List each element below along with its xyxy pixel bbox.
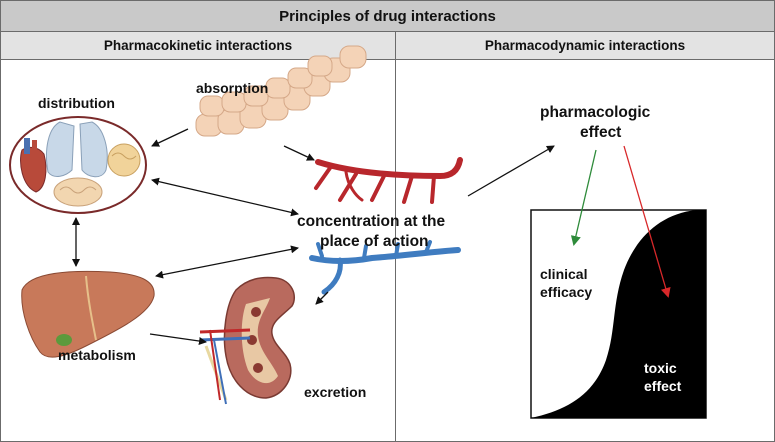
clinical-efficacy-label-line1: clinical: [540, 266, 588, 282]
pharmacodynamic-header: Pharmacodynamic interactions: [396, 32, 774, 60]
toxic-effect-label-line2: effect: [644, 378, 682, 394]
distribution-label: distribution: [38, 95, 115, 111]
pharmacologic-effect-label-line2: effect: [580, 124, 622, 141]
absorption-label: absorption: [196, 80, 269, 96]
concentration-label-line2: place of action: [320, 233, 429, 250]
toxic-effect-label-line1: toxic: [644, 360, 677, 376]
kidney-illustration: [199, 276, 296, 405]
pharmacologic-effect-label-line1: pharmacologic: [540, 104, 651, 121]
excretion-label: excretion: [304, 384, 367, 400]
clinical-efficacy-label-line2: efficacy: [540, 284, 593, 300]
diagram-title: Principles of drug interactions: [1, 1, 774, 32]
pharmacokinetic-header: Pharmacokinetic interactions: [1, 32, 396, 60]
metabolism-label: metabolism: [58, 347, 136, 363]
concentration-label-line1: concentration at the: [297, 213, 446, 230]
effect-curve-panel: [530, 209, 707, 419]
liver-illustration: [21, 270, 155, 358]
intestine-illustration: [195, 45, 367, 137]
distribution-organs-illustration: [9, 116, 147, 214]
pharmacokinetic-arrows: [72, 128, 555, 345]
effect-arrows: [570, 145, 671, 298]
vein-network: [309, 240, 461, 295]
artery-network: [314, 157, 463, 204]
